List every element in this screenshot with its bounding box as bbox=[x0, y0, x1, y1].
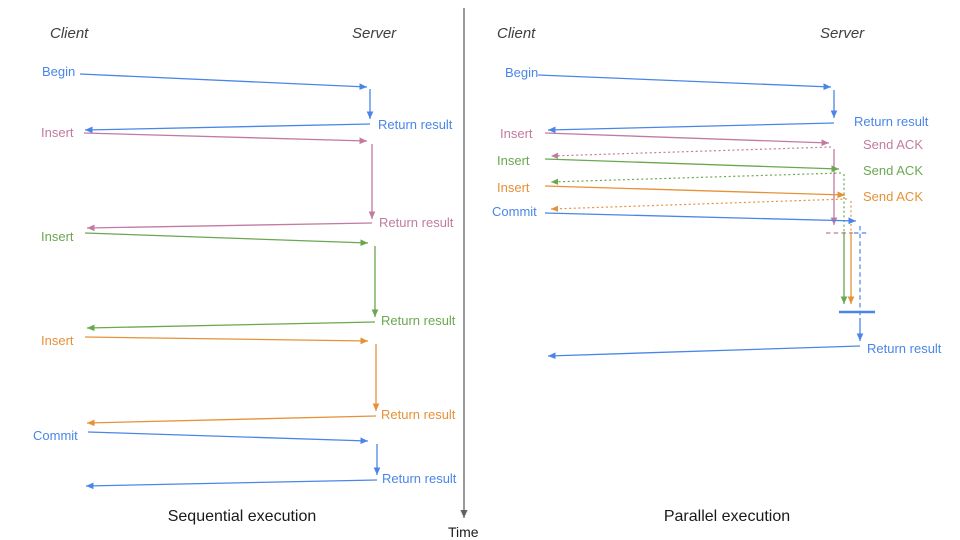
request-label: Insert bbox=[41, 229, 74, 244]
request-label: Insert bbox=[41, 333, 74, 348]
time-axis: Time bbox=[448, 8, 479, 540]
caption-parallel: Parallel execution bbox=[664, 508, 790, 525]
seq-message-insert-3: Insert Return result bbox=[41, 333, 456, 427]
response-label: Return result bbox=[867, 341, 942, 356]
request-arrow bbox=[537, 74, 832, 91]
par-message-begin: Begin Return result bbox=[505, 65, 929, 134]
response-label: Return result bbox=[854, 114, 929, 129]
seq-message-begin: Begin Return result bbox=[42, 64, 453, 134]
panel-sequential: Client Server Begin Return result Insert… bbox=[33, 25, 457, 525]
response-label: Return result bbox=[381, 407, 456, 422]
par-message-insert-2: Insert Send ACK bbox=[497, 153, 923, 304]
seq-client-header: Client bbox=[50, 25, 89, 42]
par-message-insert-1: Insert Send ACK bbox=[500, 126, 923, 234]
ack-arrow bbox=[550, 172, 842, 185]
seq-commit-lines bbox=[85, 431, 381, 490]
request-arrow bbox=[79, 73, 368, 91]
par-begin-lines bbox=[537, 74, 838, 134]
request-label: Insert bbox=[500, 126, 533, 141]
response-label: Return result bbox=[382, 471, 457, 486]
seq-insert1-lines bbox=[83, 132, 376, 232]
request-arrow bbox=[87, 431, 369, 445]
panel-parallel: Client Server Begin Return result Insert… bbox=[492, 25, 942, 525]
seq-message-insert-1: Insert Return result bbox=[41, 125, 454, 232]
request-arrow bbox=[544, 158, 840, 173]
par-insert1-lines bbox=[544, 132, 853, 234]
response-label: Send ACK bbox=[863, 189, 923, 204]
response-label: Send ACK bbox=[863, 163, 923, 178]
request-arrow bbox=[83, 132, 368, 145]
caption-sequential: Sequential execution bbox=[168, 508, 317, 525]
request-arrow bbox=[84, 232, 369, 247]
ack-arrow bbox=[550, 146, 832, 159]
request-label: Insert bbox=[497, 180, 530, 195]
response-label: Return result bbox=[381, 313, 456, 328]
seq-begin-lines bbox=[79, 73, 374, 134]
response-arrow bbox=[547, 345, 861, 360]
seq-server-header: Server bbox=[352, 25, 397, 42]
response-arrow bbox=[86, 321, 376, 332]
par-server-header: Server bbox=[820, 25, 865, 42]
request-arrow bbox=[544, 132, 830, 147]
par-message-insert-3: Insert Send ACK bbox=[497, 180, 923, 304]
response-arrow bbox=[547, 122, 835, 134]
par-commit-lines bbox=[544, 212, 875, 360]
par-message-commit: Commit Return result bbox=[492, 204, 942, 360]
response-arrow bbox=[84, 123, 371, 134]
par-insert2-lines bbox=[544, 158, 848, 304]
seq-message-insert-2: Insert Return result bbox=[41, 229, 456, 332]
seq-message-commit: Commit Return result bbox=[33, 428, 457, 490]
response-arrow bbox=[86, 415, 377, 427]
par-insert3-lines bbox=[544, 185, 855, 304]
seq-insert2-lines bbox=[84, 232, 379, 332]
request-arrow bbox=[544, 212, 857, 225]
request-label: Commit bbox=[492, 204, 537, 219]
request-arrow bbox=[84, 336, 369, 345]
request-label: Begin bbox=[42, 64, 75, 79]
par-client-header: Client bbox=[497, 25, 536, 42]
request-label: Insert bbox=[497, 153, 530, 168]
response-label: Return result bbox=[378, 117, 453, 132]
response-arrow bbox=[85, 479, 378, 490]
response-arrow bbox=[86, 222, 373, 232]
response-label: Return result bbox=[379, 215, 454, 230]
time-axis-label: Time bbox=[448, 524, 479, 540]
request-label: Begin bbox=[505, 65, 538, 80]
request-arrow bbox=[544, 185, 846, 199]
ack-arrow bbox=[550, 198, 848, 212]
request-label: Commit bbox=[33, 428, 78, 443]
seq-insert3-lines bbox=[84, 336, 380, 427]
response-label: Send ACK bbox=[863, 137, 923, 152]
request-label: Insert bbox=[41, 125, 74, 140]
